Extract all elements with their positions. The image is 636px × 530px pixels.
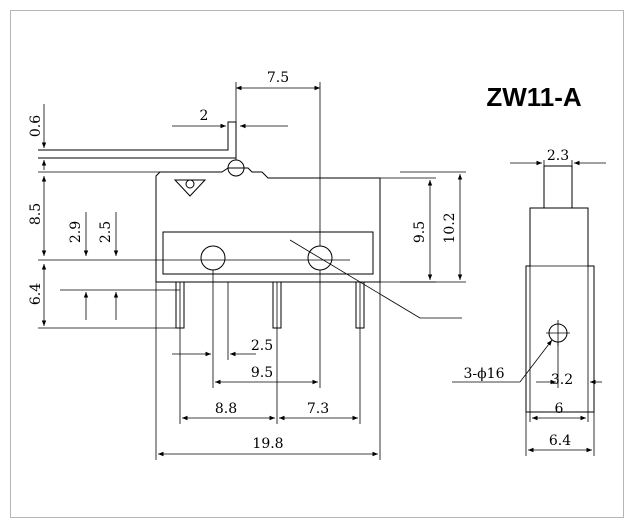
drawing-frame [10, 10, 624, 518]
lever [38, 121, 237, 159]
dim-lever-thickness: 0.6 [28, 115, 44, 137]
dim-terminal-length: 6.4 [28, 283, 44, 305]
dim-actuator-width: 2.3 [547, 148, 569, 164]
dim-side-total-width: 6.4 [549, 433, 571, 449]
dim-lever-width: 2 [200, 108, 209, 124]
dim-total-width: 19.8 [252, 436, 283, 452]
dim-hole-offset-a: 2.9 [68, 221, 84, 243]
dim-height-left: 8.5 [28, 203, 44, 225]
dim-holes: 3-ϕ16 [464, 366, 505, 382]
dim-hole-center: 3.2 [551, 372, 573, 388]
mounting-hole-left [200, 245, 226, 271]
dim-hole-offset-b: 2.5 [98, 221, 114, 243]
model-title: ZW11-A [486, 82, 582, 112]
dim-top-width: 7.5 [267, 70, 289, 86]
dim-terminal-left: 8.8 [215, 401, 237, 417]
side-actuator [543, 165, 573, 209]
mark-dot [185, 179, 195, 189]
dim-body-height-total: 10.2 [442, 212, 458, 243]
dim-hole-pitch: 9.5 [251, 365, 273, 381]
dim-terminal-right: 7.3 [307, 401, 329, 417]
inner-frame [162, 231, 374, 275]
front-view: 7.5 2 0.6 8.5 2.9 2.5 6.4 9.5 [28, 70, 466, 460]
dim-terminal-pitch-small: 2.5 [251, 338, 273, 354]
side-view: 2.3 3-ϕ16 3.2 6 6.4 [452, 148, 606, 456]
dim-side-body-width: 6 [555, 401, 564, 417]
dim-body-height-inner: 9.5 [412, 221, 428, 243]
switch-body [155, 167, 381, 283]
